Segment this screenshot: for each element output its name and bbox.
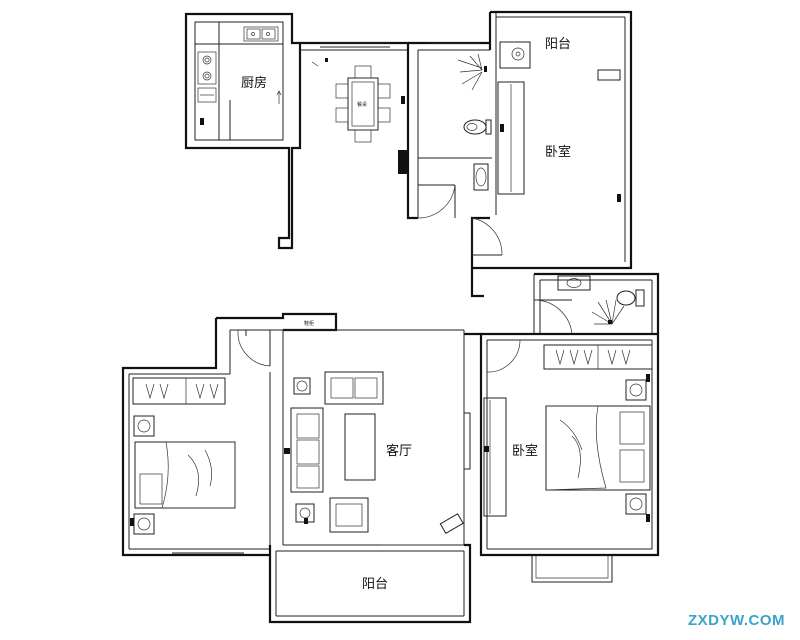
double-bed-icon [545,405,651,491]
bay-window-icon [531,555,613,583]
toilet-right-icon [616,289,645,307]
room-label-living: 客厅 [386,443,412,459]
room-label-kitchen: 厨房 [241,75,267,91]
bedroom-top: 阳台 卧室 [470,10,633,270]
room-label-bedroom-right: 卧室 [512,443,538,459]
toilet-icon [463,119,492,135]
room-label-balcony-bottom: 阳台 [362,577,388,592]
kitchen-sink-icon [243,26,279,42]
loveseat-icon [324,371,384,405]
basin-icon [473,163,489,191]
bedroom-left [121,318,283,557]
dining-table-icon: 餐桌 [335,65,391,143]
single-bed-icon [134,441,236,509]
wardrobe-icon [497,81,525,195]
nightstand-icon [625,379,647,515]
bathroom-top [408,41,492,219]
tv-unit-right-icon [483,397,507,517]
label-shoe-cabinet: 鞋柜 [304,320,314,327]
room-label-bedroom-top: 卧室 [545,144,571,160]
shower-icon [457,53,487,91]
dining-area: 餐桌 [300,41,418,220]
tv-console-icon [463,412,471,470]
armchair-icon [329,497,369,533]
nightstand-left-icon [133,415,155,535]
shower-right-icon [591,299,625,325]
balcony-bottom: 阳台 [268,543,472,624]
watermark-text: ZXDYW.COM [688,612,785,629]
wardrobe-right-icon [543,344,653,370]
living-room: 鞋柜 客厅 [216,312,471,546]
room-label-balcony-top: 阳台 [545,37,571,52]
small-appliance-icon [439,513,464,535]
washer-icon [499,41,531,69]
kitchen-area: 厨房 [184,12,302,250]
label-dining-table: 餐桌 [357,101,367,108]
basin-right-icon [557,275,591,291]
sofa-icon [290,407,324,493]
stove-icon [197,51,217,85]
bedroom-right: 卧室 [464,332,660,583]
bathroom-right [470,268,660,335]
coffee-table-icon [344,413,376,481]
wardrobe-left-icon [132,377,226,405]
